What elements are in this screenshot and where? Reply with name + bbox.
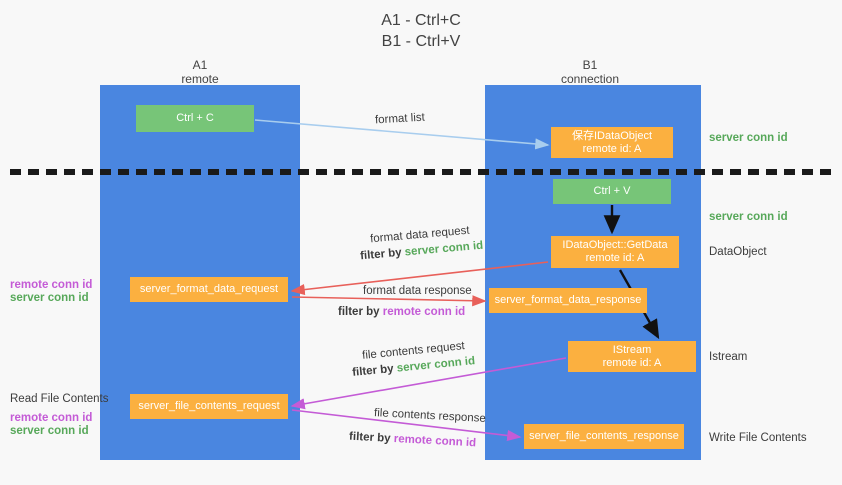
edge-label-file-contents-response: file contents response (373, 407, 487, 425)
node-getdata-line1: IDataObject::GetData (562, 239, 668, 251)
filter-prefix-2: filter by (338, 306, 383, 318)
annotation-server-conn-id-top: server conn id (709, 132, 788, 144)
edge-label-format-data-response-filter: filter by remote conn id (338, 305, 465, 319)
title-line-1: A1 - Ctrl+C (381, 12, 461, 29)
page-title: A1 - Ctrl+C B1 - Ctrl+V (0, 10, 842, 52)
column-header-b1-name: B1 (582, 58, 598, 72)
node-ctrl-c-label: Ctrl + C (176, 112, 214, 124)
annotation-remote-conn-id-2: remote conn id (10, 412, 93, 424)
edge-label-format-data-response: format data response (363, 285, 472, 297)
node-ctrl-v-label: Ctrl + V (593, 185, 631, 197)
column-header-a1-name: A1 (192, 58, 208, 72)
node-idataobject-line2: remote id: A (582, 142, 642, 155)
column-header-b1: B1 connection (510, 58, 670, 86)
node-format-data-response-label: server_format_data_response (494, 294, 642, 306)
node-istream-line1: IStream (612, 343, 652, 356)
annotation-write-file-contents: Write File Contents (709, 432, 807, 444)
node-file-contents-request-label: server_file_contents_request (138, 400, 280, 412)
edge-label-format-list: format list (374, 111, 426, 127)
annotation-istream: Istream (709, 351, 748, 363)
annotation-server-conn-id-mid: server conn id (709, 211, 788, 223)
annotation-server-conn-id-left-2: server conn id (10, 425, 89, 437)
node-idataobject[interactable]: 保存IDataObject remote id: A (551, 127, 673, 158)
node-ctrl-c[interactable]: Ctrl + C (136, 105, 254, 132)
node-file-contents-response-label: server_file_contents_response (529, 430, 679, 442)
column-header-a1-sub: remote (181, 72, 219, 86)
node-server-format-data-request[interactable]: server_format_data_request (130, 277, 288, 302)
annotation-remote-conn-id-1: remote conn id (10, 279, 93, 291)
node-server-file-contents-response[interactable]: server_file_contents_response (524, 424, 684, 449)
filter-key-remote-conn-id-1: remote conn id (382, 306, 466, 318)
edge-label-file-contents-response-filter: filter by remote conn id (349, 430, 477, 451)
phase-divider (10, 169, 832, 175)
node-format-data-request-label: server_format_data_request (139, 283, 279, 295)
node-server-file-contents-request[interactable]: server_file_contents_request (130, 394, 288, 419)
column-header-b1-sub: connection (560, 72, 620, 86)
node-server-format-data-response[interactable]: server_format_data_response (489, 288, 647, 313)
filter-prefix-1: filter by (359, 246, 406, 263)
node-istream[interactable]: IStream remote id: A (568, 341, 696, 372)
filter-prefix-3: filter by (351, 362, 398, 379)
node-idataobject-getdata[interactable]: IDataObject::GetData remote id: A (551, 236, 679, 268)
node-ctrl-v[interactable]: Ctrl + V (553, 179, 671, 204)
node-istream-line2: remote id: A (602, 356, 662, 369)
annotation-server-conn-id-left-1: server conn id (10, 292, 89, 304)
filter-key-server-conn-id-1: server conn id (404, 239, 484, 259)
node-getdata-line2: remote id: A (585, 252, 645, 264)
column-header-a1: A1 remote (120, 58, 280, 86)
filter-key-remote-conn-id-2: remote conn id (393, 433, 477, 450)
annotation-read-file-contents: Read File Contents (10, 393, 109, 405)
annotation-dataobject: DataObject (709, 246, 767, 258)
title-line-2: B1 - Ctrl+V (381, 33, 461, 50)
filter-prefix-4: filter by (348, 430, 395, 446)
node-idataobject-line1: 保存IDataObject (571, 129, 653, 142)
